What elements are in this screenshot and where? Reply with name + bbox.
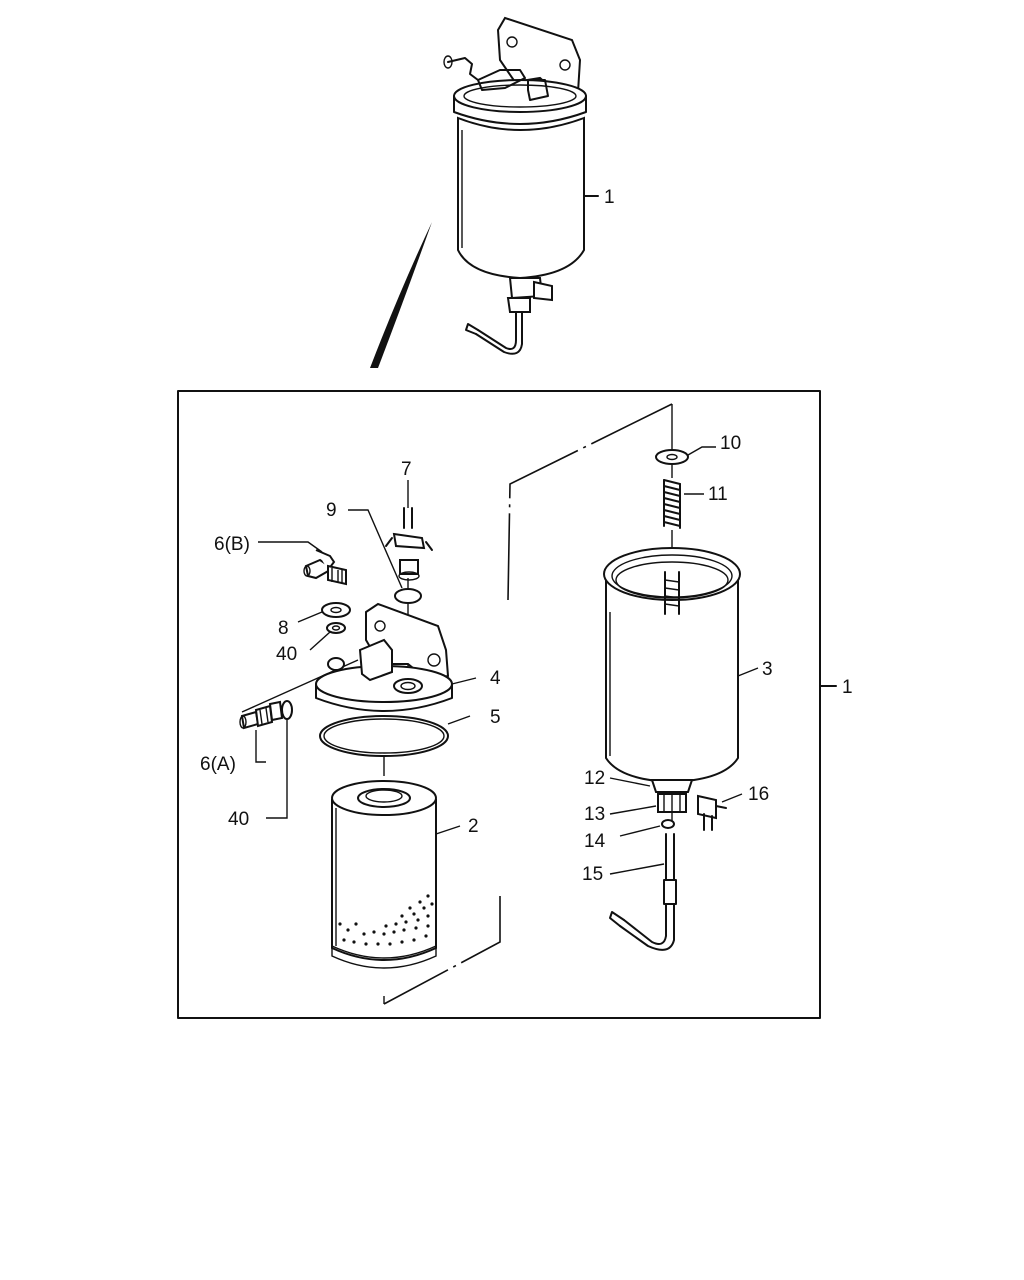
callout-9: 9: [326, 500, 337, 521]
assembled-filter-illustration: [443, 16, 587, 355]
washer-40-upper: [326, 622, 346, 634]
callout-2: 2: [468, 816, 479, 837]
washer-10: [655, 449, 689, 465]
drain-fitting-12-13: [650, 779, 694, 813]
gasket-5: [319, 715, 449, 757]
washer-8: [321, 602, 351, 618]
callout-6b: 6(B): [214, 534, 250, 555]
callout-11: 11: [708, 484, 728, 505]
callout-40-upper: 40: [276, 644, 297, 665]
callout-14: 14: [584, 831, 606, 852]
drain-cock-16: [697, 794, 727, 831]
filter-case-3: [603, 547, 741, 784]
callout-7: 7: [401, 459, 412, 480]
callout-12: 12: [584, 768, 605, 789]
view-pointer-arc: [370, 222, 432, 368]
filter-element-2: [331, 780, 437, 969]
spring-11: [663, 479, 681, 529]
oring-9: [394, 588, 422, 604]
callout-4: 4: [490, 668, 501, 689]
callout-6a: 6(A): [200, 754, 236, 775]
callout-40-lower: 40: [228, 809, 249, 830]
callout-assembly-box: 1: [842, 677, 853, 698]
callout-13: 13: [584, 804, 605, 825]
washer-40-lower: [281, 700, 293, 720]
assembly-axis-line: [507, 403, 673, 601]
callout-assembly-top: 1: [604, 187, 615, 208]
callout-8: 8: [278, 618, 289, 639]
callout-16: 16: [748, 784, 769, 805]
straight-fitting-6a: [239, 700, 284, 730]
filter-head-4: [315, 602, 453, 712]
exploded-view-frame: [177, 390, 821, 1019]
vent-plug-7: [385, 507, 433, 581]
callout-3: 3: [762, 659, 773, 680]
callout-5: 5: [490, 707, 501, 728]
elbow-fitting-6b: [303, 549, 347, 586]
callout-15: 15: [582, 864, 603, 885]
callout-10: 10: [720, 433, 741, 454]
drain-tube-15: [609, 833, 677, 951]
oring-14: [661, 819, 675, 829]
assembly-axis-line: [383, 896, 501, 1005]
